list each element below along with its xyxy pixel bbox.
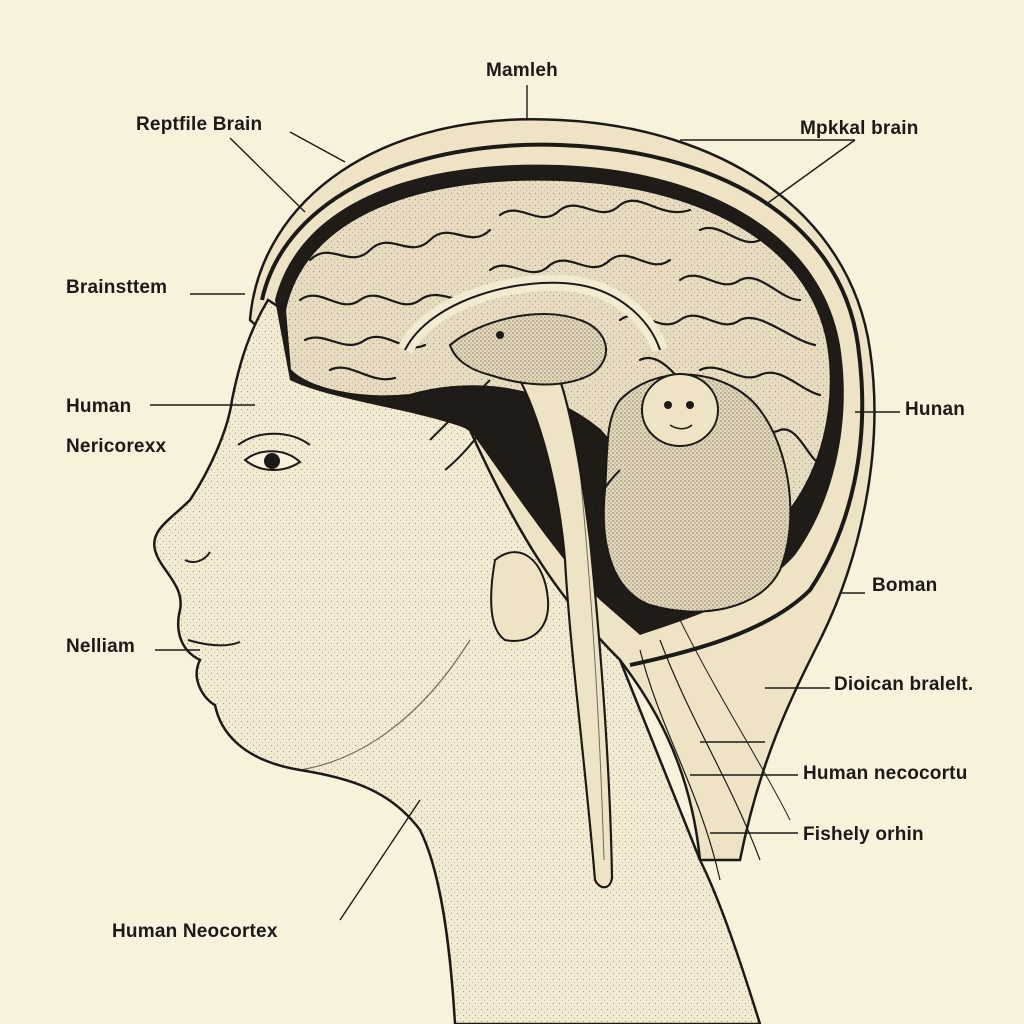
skull-outline <box>260 142 865 667</box>
label-hunan: Hunan <box>905 399 966 420</box>
label-fishely-brain: Fishely orhin <box>803 824 924 845</box>
label-brainstem: Brainsttem <box>66 277 168 298</box>
label-reptile-brain: Reptfile Brain <box>136 114 263 135</box>
label-human-neocortu: Human necocortu <box>803 763 968 784</box>
label-human: Human <box>66 396 132 417</box>
label-mamleh: Mamleh <box>486 60 558 81</box>
label-boman: Boman <box>872 575 938 596</box>
brainstem <box>518 378 614 889</box>
label-mpkkal-brain: Mpkkal brain <box>800 118 919 139</box>
label-dioican-brain: Dioican bralelt. <box>834 674 974 695</box>
label-nelliam: Nelliam <box>66 636 135 657</box>
primate-figure <box>592 373 792 613</box>
label-human-neocortex: Human Neocortex <box>112 921 278 942</box>
leader-lines <box>150 85 900 921</box>
label-nericorexx: Nericorexx <box>66 436 167 457</box>
reptile-figure <box>429 313 607 471</box>
